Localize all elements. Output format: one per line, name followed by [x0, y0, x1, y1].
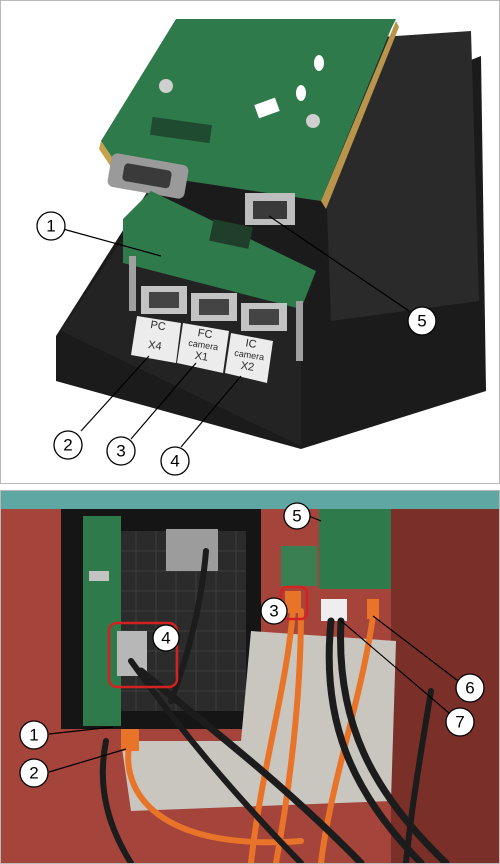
callout-top-2: 2 — [54, 431, 82, 459]
svg-text:PC: PC — [150, 319, 167, 333]
right-pcb — [319, 509, 391, 589]
callout-top-5: 5 — [408, 307, 436, 335]
callout-bottom-4: 4 — [153, 625, 179, 651]
callout-bottom-2: 2 — [20, 759, 48, 787]
callout-top-1: 1 — [37, 212, 65, 240]
white-connector — [321, 599, 347, 621]
svg-text:1: 1 — [29, 726, 38, 745]
svg-text:2: 2 — [63, 436, 72, 455]
svg-text:2: 2 — [29, 764, 38, 783]
top-photo: PC X4 FC camera X1 IC camera X2 1 2 — [1, 1, 499, 483]
svg-text:3: 3 — [269, 602, 278, 621]
callout-top-4: 4 — [161, 447, 189, 475]
svg-text:X2: X2 — [240, 360, 255, 374]
svg-text:4: 4 — [170, 452, 179, 471]
callout-top-3: 3 — [107, 437, 135, 465]
svg-text:5: 5 — [417, 312, 426, 331]
callout-bottom-7: 7 — [446, 708, 474, 736]
svg-text:1: 1 — [46, 217, 55, 236]
svg-text:X1: X1 — [194, 350, 209, 364]
callout-bottom-5: 5 — [284, 503, 310, 529]
callout-bottom-6: 6 — [456, 674, 484, 702]
svg-text:6: 6 — [465, 679, 474, 698]
svg-text:7: 7 — [455, 713, 464, 732]
svg-text:3: 3 — [116, 442, 125, 461]
top-photo-panel: PC X4 FC camera X1 IC camera X2 1 2 — [0, 0, 500, 484]
svg-text:5: 5 — [292, 507, 301, 526]
bottom-photo: 1 2 3 4 5 6 7 — [1, 491, 499, 863]
callout-bottom-1: 1 — [20, 721, 48, 749]
svg-text:4: 4 — [161, 629, 170, 648]
left-vertical-pcb — [83, 516, 121, 726]
bottom-photo-panel: 1 2 3 4 5 6 7 — [0, 490, 500, 864]
callout-bottom-3: 3 — [261, 598, 287, 624]
svg-text:X4: X4 — [147, 339, 162, 353]
